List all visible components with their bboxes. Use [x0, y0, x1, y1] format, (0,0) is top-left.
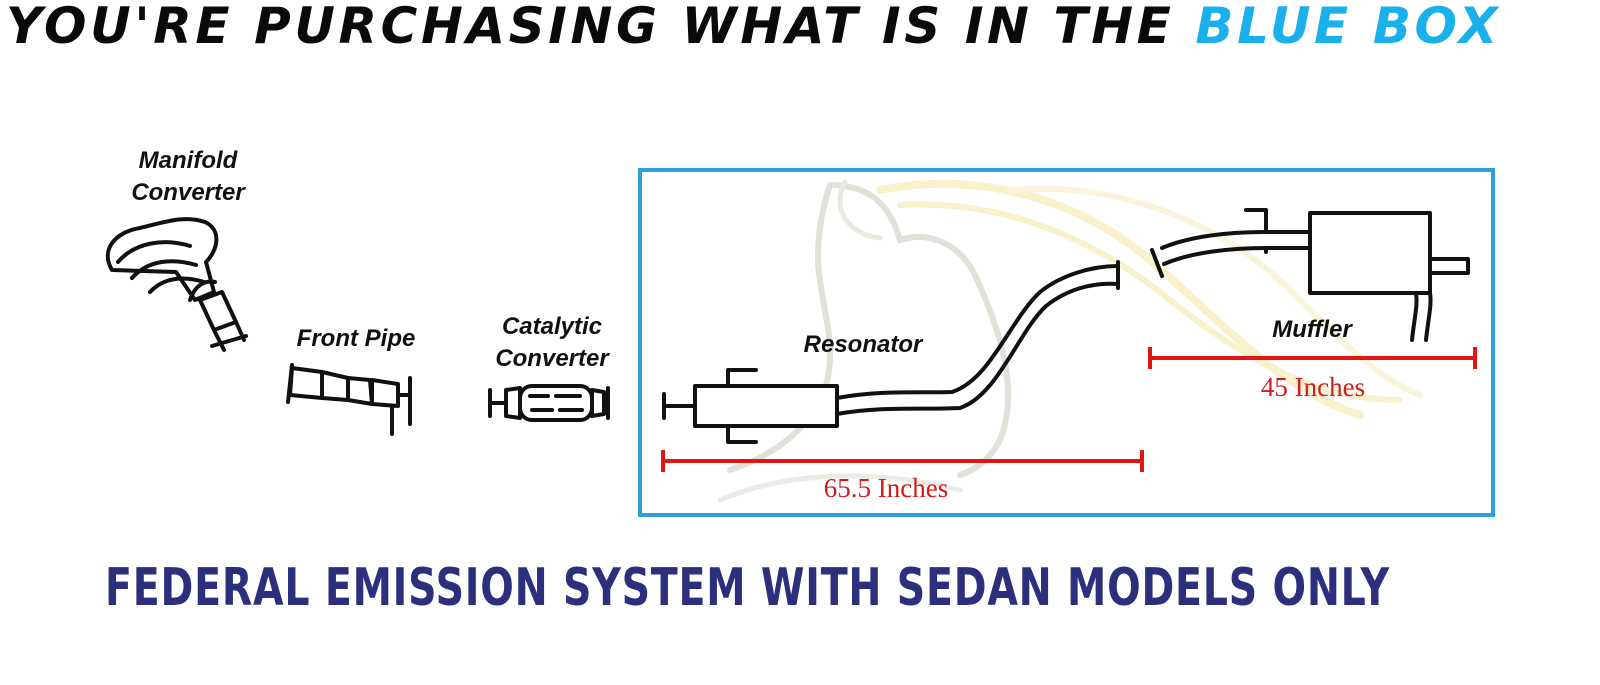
catalytic-label-line1: Catalytic [502, 313, 602, 340]
manifold-converter-icon [105, 217, 248, 352]
muffler-pipe-icon [1150, 208, 1470, 342]
headline-prefix: YOU'RE PURCHASING WHAT IS IN THE [6, 0, 1175, 55]
horse-watermark-icon [717, 179, 1423, 503]
dimension-line-resonator [661, 450, 1144, 472]
front-pipe-label: Front Pipe [297, 325, 416, 352]
headline-highlight: BLUE BOX [1195, 0, 1502, 55]
resonator-pipe-icon [662, 260, 1120, 444]
footer-caption: FEDERAL EMISSION SYSTEM WITH SEDAN MODEL… [105, 558, 1390, 618]
manifold-label-line2: Converter [131, 179, 246, 206]
page-headline: YOU'RE PURCHASING WHAT IS IN THE BLUE BO… [6, 0, 1501, 54]
catalytic-converter-icon [488, 384, 610, 422]
dimension-label-resonator: 65.5 Inches [824, 473, 948, 503]
front-pipe-icon [286, 363, 412, 436]
dimension-label-muffler: 45 Inches [1261, 372, 1365, 402]
catalytic-label-line2: Converter [495, 345, 610, 372]
manifold-label-line1: Manifold [139, 147, 239, 174]
muffler-label: Muffler [1272, 316, 1353, 343]
blue-box [638, 168, 1495, 517]
dimension-line-muffler [1148, 347, 1477, 369]
resonator-label: Resonator [804, 331, 924, 358]
